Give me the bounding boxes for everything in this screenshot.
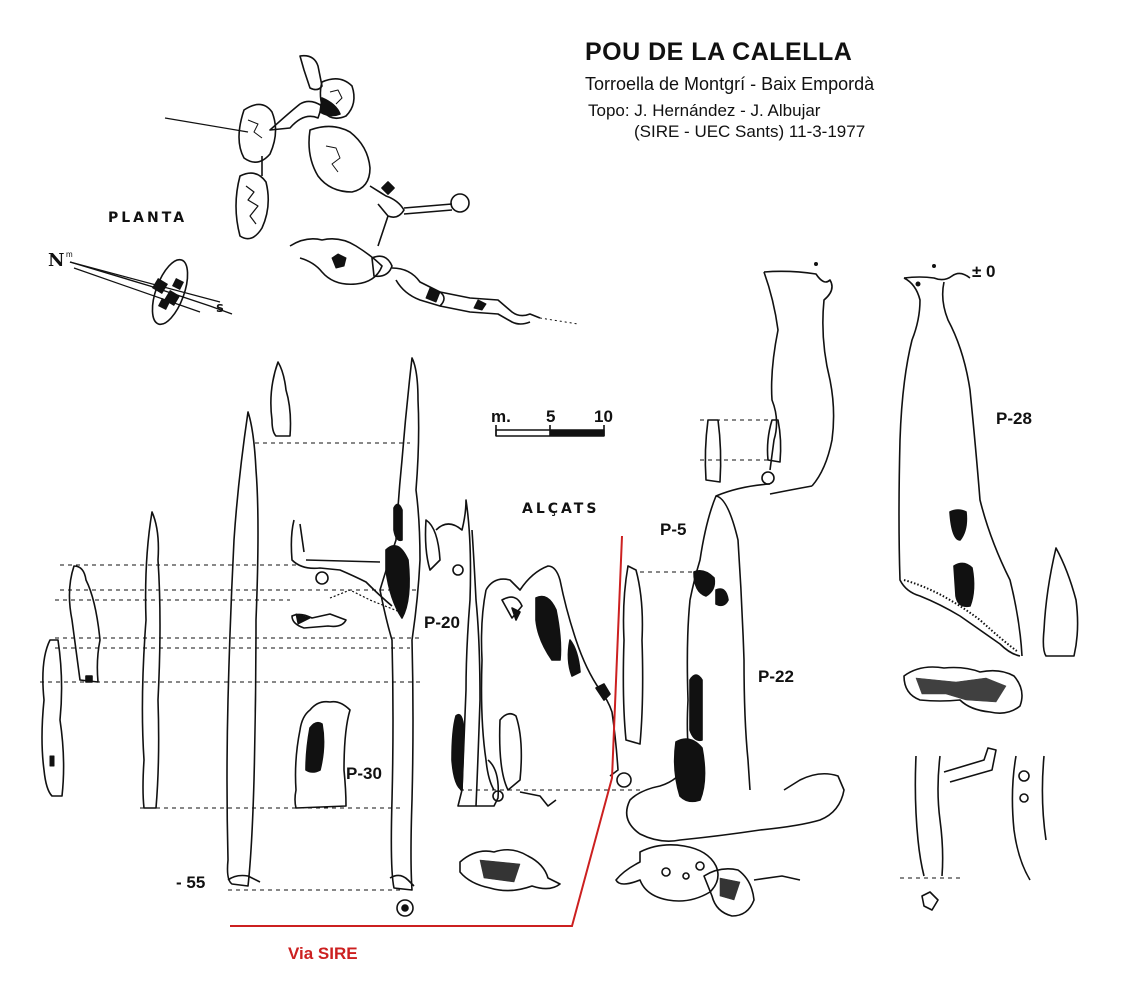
- pit-label-p20: P-20: [424, 613, 460, 632]
- pit-label-p30: P-30: [346, 764, 382, 783]
- level-lines: [40, 419, 960, 891]
- survey-club-date: (SIRE - UEC Sants) 11-3-1977: [634, 122, 866, 141]
- elevations-label: ALÇATS: [522, 501, 600, 517]
- elevation-right-center: [615, 270, 845, 917]
- scale-mid-label: 5: [546, 407, 556, 426]
- route-label: Via SIRE: [288, 944, 358, 963]
- survey-authors: Topo: J. Hernández - J. Albujar: [588, 101, 821, 120]
- survey-title: POU DE LA CALELLA: [585, 38, 853, 66]
- compass-north-label: N: [48, 250, 65, 271]
- scale-bar: [495, 425, 605, 437]
- pit-label-p28: P-28: [996, 409, 1032, 428]
- sire-route-line: [230, 535, 623, 927]
- pit-label-p22: P-22: [758, 667, 794, 686]
- pit-label-p5: P-5: [660, 520, 687, 539]
- elevation-middle: [459, 565, 619, 892]
- scale-unit-label: m.: [491, 407, 511, 426]
- compass-rose: [69, 258, 233, 326]
- survey-location: Torroella de Montgrí - Baix Empordà: [585, 74, 875, 94]
- compass-south-label: S: [216, 302, 224, 315]
- scale-end-label: 10: [594, 407, 613, 426]
- plan-view: [164, 54, 579, 325]
- elevation-right: [898, 272, 1079, 911]
- compass-north-sub: m: [66, 250, 73, 259]
- depth-label-top: ± 0: [972, 262, 996, 281]
- elevation-left: [41, 357, 481, 917]
- depth-label-bottom: - 55: [176, 873, 206, 892]
- plan-label: PLANTA: [108, 210, 188, 226]
- station-marks: [814, 262, 936, 287]
